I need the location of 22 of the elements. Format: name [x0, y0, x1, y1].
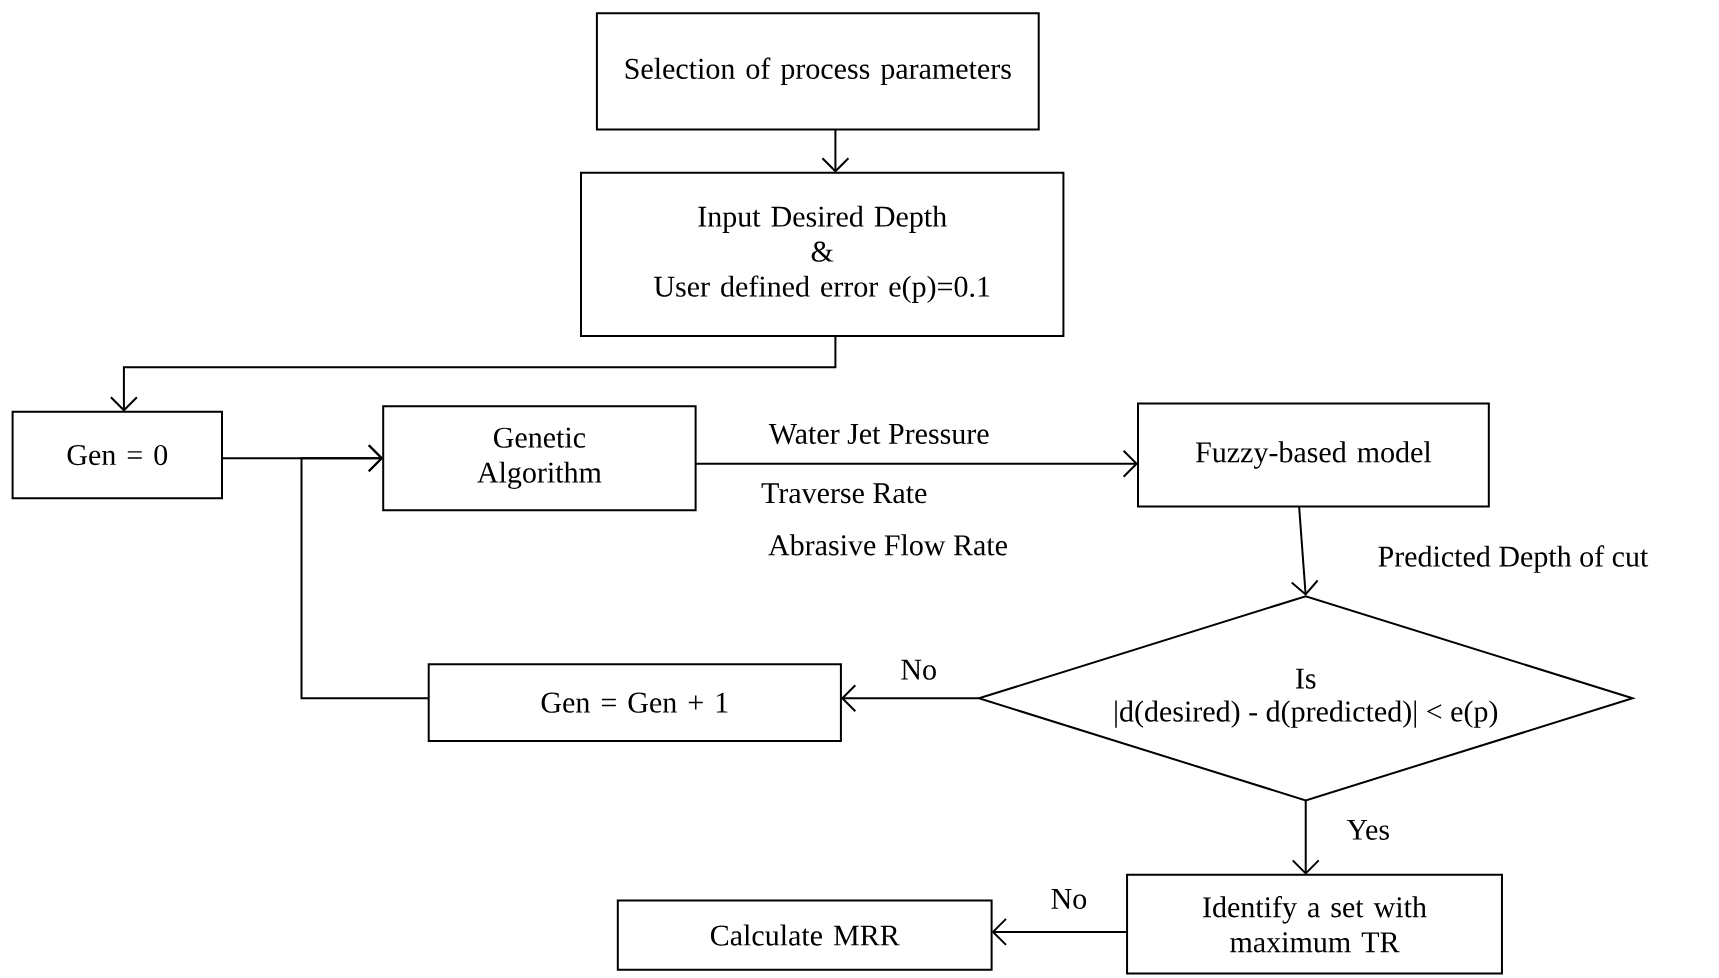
edge-label: Water Jet Pressure: [767, 423, 991, 446]
parameter-label: Abrasive Flow Rate: [768, 534, 1007, 556]
arrow: [991, 917, 1128, 946]
process-box: Selection of process parameters: [595, 12, 1040, 131]
arrow: [109, 335, 837, 412]
edge-label: No: [899, 658, 939, 681]
process-box: Calculate MRR: [616, 899, 993, 971]
arrow: [694, 449, 1138, 478]
edge-label: No: [1049, 888, 1089, 910]
process-box: Gen = Gen + 1: [427, 663, 842, 743]
arrow: [300, 444, 430, 700]
process-box: Input Desired Depth & User defined error e(p)=0.1: [580, 171, 1065, 337]
edge-label: Yes: [1345, 818, 1392, 841]
parameter-label: Traverse Rate: [761, 483, 927, 504]
edge-label: Predicted Depth of cut: [1376, 544, 1650, 574]
process-box: Identify a set with maximum TR: [1126, 873, 1503, 975]
process-box: Fuzzy-based model: [1137, 402, 1490, 508]
process-box: Gen = 0: [11, 410, 223, 500]
arrow: [1291, 799, 1320, 875]
arrow: [1290, 505, 1319, 596]
arrow: [840, 684, 980, 713]
process-box: Genetic Algorithm: [382, 405, 697, 512]
